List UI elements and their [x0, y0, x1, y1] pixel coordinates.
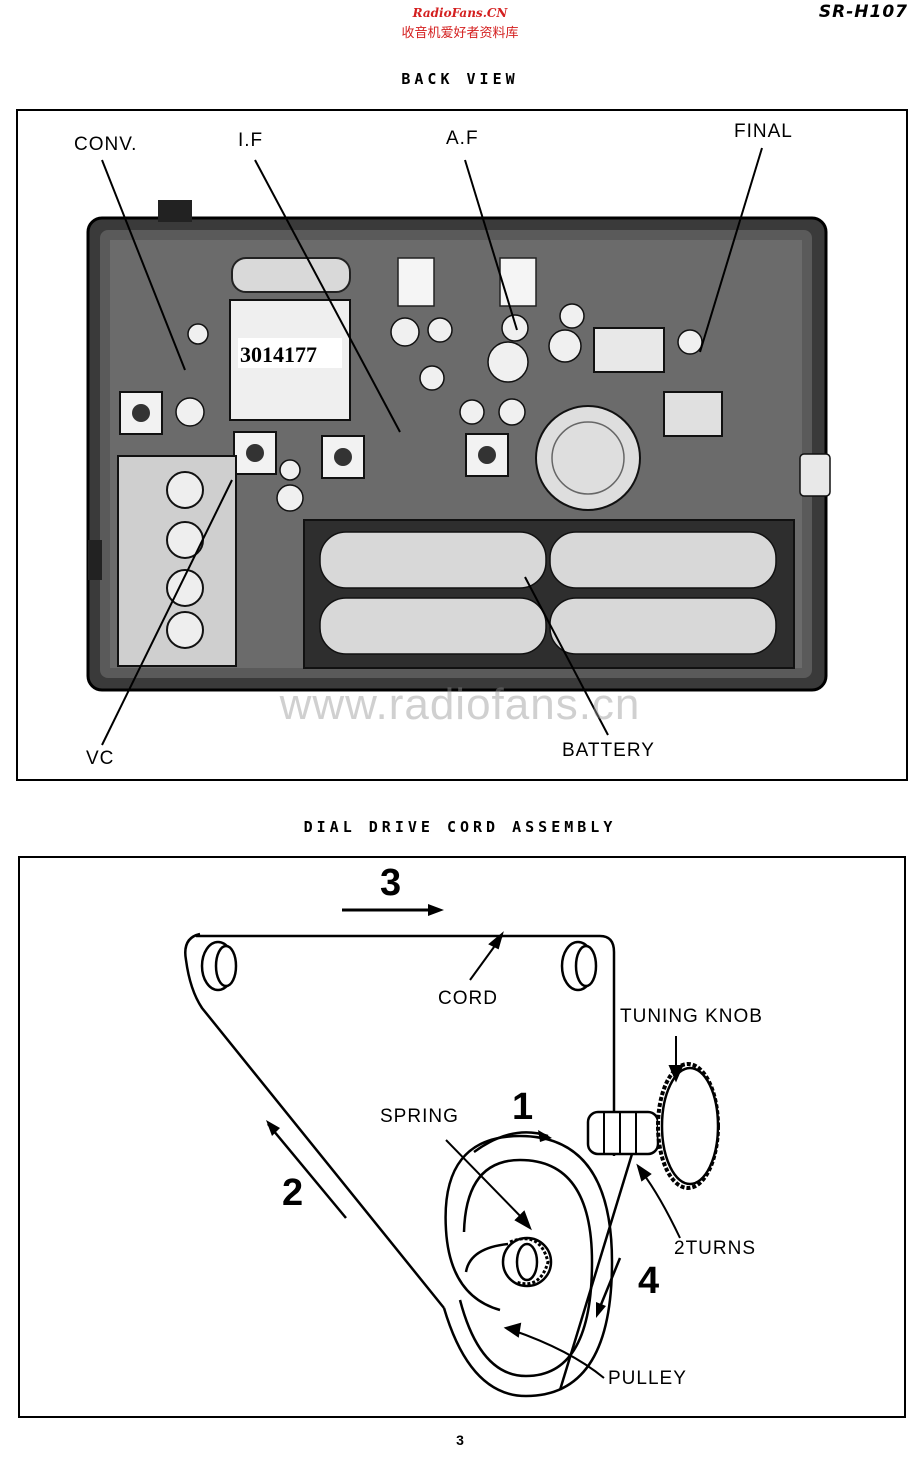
dial-drive-frame — [18, 856, 906, 1418]
spring-label: SPRING — [380, 1106, 459, 1127]
back-view-frame — [16, 109, 908, 781]
cord-leader-lines — [445, 931, 684, 1379]
vc-label: VC — [86, 748, 115, 769]
site-watermark: RadioFans.CN — [412, 6, 508, 20]
back-view-title: BACK VIEW — [401, 70, 519, 88]
radio-chassis-photo — [86, 200, 831, 692]
two-turns-label: 2TURNS — [674, 1238, 757, 1259]
battery-label: BATTERY — [562, 740, 655, 761]
page-number: 3 — [456, 1432, 464, 1448]
cord-assembly-drawing — [184, 904, 720, 1398]
final-label: FINAL — [734, 121, 793, 142]
transformer-part-number: 3014177 — [240, 342, 317, 367]
if-label: I.F — [238, 130, 264, 151]
conv-label: CONV. — [74, 134, 138, 155]
pulley-label: PULLEY — [608, 1368, 687, 1389]
tuning-knob-label: TUNING KNOB — [620, 1006, 763, 1027]
back-view-leader-lines — [101, 147, 763, 746]
model-number: SR-H107 — [818, 2, 908, 22]
dial-drive-title: DIAL DRIVE CORD ASSEMBLY — [303, 818, 617, 836]
step-2-label: 2 — [282, 1172, 304, 1214]
site-watermark-chinese: 收音机爱好者资料库 — [401, 26, 519, 41]
center-watermark: www.radiofans.cn — [279, 680, 641, 729]
step-1-label: 1 — [512, 1086, 534, 1128]
step-3-label: 3 — [380, 862, 402, 904]
step-4-label: 4 — [638, 1260, 660, 1302]
cord-label: CORD — [438, 988, 498, 1009]
af-label: A.F — [446, 128, 479, 149]
